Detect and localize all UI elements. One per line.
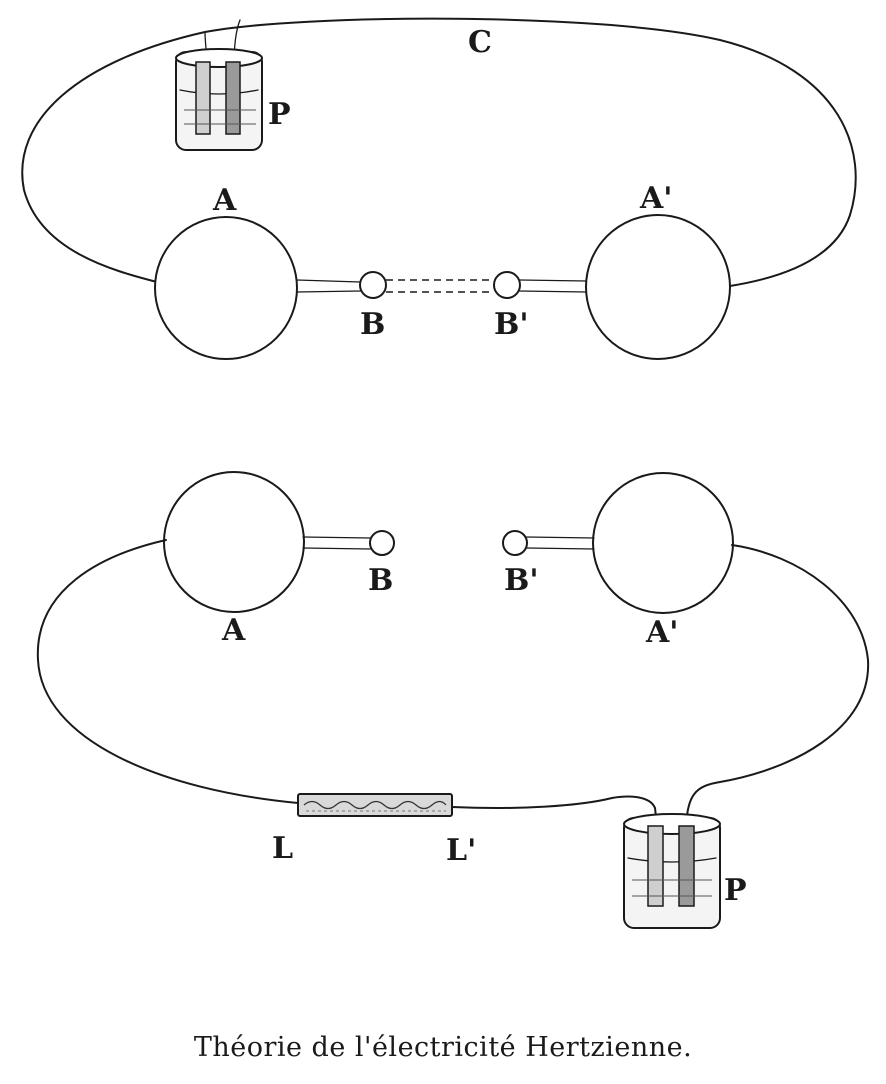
bottom-label-b: B — [368, 563, 393, 598]
bottom-label-l-prime: L' — [446, 833, 476, 868]
top-label-b-prime: B' — [494, 307, 529, 342]
top-label-a: A — [212, 183, 237, 218]
bottom-circuit-wire-left — [36, 539, 299, 804]
bottom-label-b-prime: B' — [504, 563, 539, 598]
top-label-b: B — [360, 307, 385, 342]
bottom-ball-b — [369, 530, 395, 556]
top-diagram: C P A A' B B' — [21, 17, 857, 360]
top-ball-b — [359, 271, 387, 299]
bottom-sphere-a-prime — [592, 472, 734, 614]
top-label-c: C — [468, 25, 492, 60]
bottom-label-a-prime: A' — [645, 615, 678, 650]
top-sphere-a — [154, 216, 298, 360]
bottom-label-a: A — [221, 613, 246, 648]
bottom-rod-right — [526, 536, 595, 550]
bottom-label-p: P — [724, 873, 747, 908]
bottom-rod-left — [302, 536, 371, 550]
top-rod-right — [519, 279, 587, 293]
top-sphere-a-prime — [585, 214, 731, 360]
top-battery-cell — [175, 48, 263, 151]
top-rod-left — [296, 279, 361, 293]
bottom-ball-b-prime — [502, 530, 528, 556]
bottom-circuit-wire-middle — [451, 795, 658, 827]
bottom-battery-cell — [623, 813, 721, 929]
top-ball-b-prime — [493, 271, 521, 299]
top-label-p: P — [268, 97, 291, 132]
figure-caption: Théorie de l'électricité Hertzienne. — [193, 1032, 693, 1063]
bottom-label-l: L — [272, 831, 293, 866]
bottom-circuit-wire-right — [685, 544, 870, 827]
top-circuit-wire — [21, 17, 857, 287]
top-label-a-prime: A' — [639, 181, 672, 216]
bottom-sphere-a — [163, 471, 305, 613]
top-spark-gap — [386, 279, 494, 293]
bottom-tube — [297, 793, 453, 817]
bottom-diagram: A A' B B' L L' P — [36, 471, 870, 929]
